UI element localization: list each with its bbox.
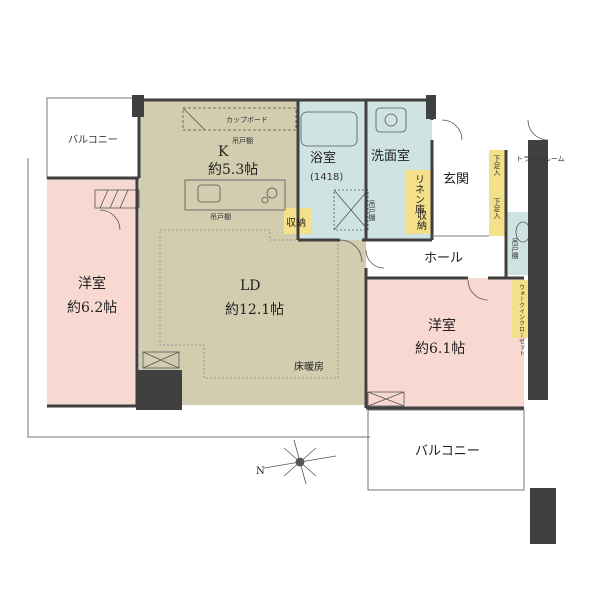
western-left-name: 洋室: [78, 275, 106, 292]
kitchen-name: K: [218, 144, 229, 160]
trunk-room-label: トランクルーム: [516, 155, 565, 163]
balcony-top-left-label: バルコニー: [68, 134, 118, 146]
floor-heating-label: 床暖房: [294, 360, 324, 373]
shoe-rack-label-2: 下足入: [493, 198, 501, 219]
entrance-label: 玄関: [443, 172, 469, 187]
linen-closet-label: リネン庫: [413, 174, 425, 215]
interior-fixtures: [94, 107, 549, 407]
hanging-shelf-label-island: 吊戸棚: [210, 212, 231, 221]
hanging-shelf-label-kitchen: 吊戸棚: [232, 136, 253, 145]
western-left-size: 約6.2帖: [67, 300, 117, 316]
western-room-left: [47, 178, 137, 406]
western-room-right: [368, 278, 524, 408]
walk-in-closet-label: ウォークインクローゼット: [518, 284, 525, 356]
linen-closet-area: [406, 170, 434, 234]
ld-name: LD: [240, 278, 261, 294]
washroom-label: 洗面室: [371, 148, 410, 164]
bath-name: 浴室: [310, 150, 336, 166]
compass-star-icon: [263, 439, 337, 485]
cupboard-label: カップボード: [226, 116, 268, 124]
bath-size: (1418): [310, 172, 343, 183]
hall-label: ホール: [424, 251, 463, 266]
storage-label-kitchen: 収納: [286, 216, 306, 229]
hanging-shelf-label-wash: 吊戸棚: [368, 200, 376, 222]
structural-columns: [132, 95, 556, 544]
balcony-bottom-label: バルコニー: [415, 444, 480, 459]
compass: N: [256, 439, 337, 485]
ld-size: 約12.1帖: [225, 302, 284, 318]
shoe-rack-label-1: 下足入: [493, 155, 501, 176]
toilet-area: [506, 212, 529, 275]
ld-kitchen-area: [139, 100, 366, 405]
western-right-name: 洋室: [428, 317, 456, 334]
hanging-shelf-label-toilet: 吊戸棚: [511, 238, 519, 260]
labels: バルコニー 洋室 約6.2帖 カップボード 吊戸棚 K 約5.3帖 吊戸棚 収納…: [67, 116, 565, 459]
kitchen-size: 約5.3帖: [208, 162, 258, 178]
storage-label-wash: 収納: [415, 210, 427, 231]
walk-in-closet-area: [512, 280, 532, 338]
shoe-rack-area: [489, 150, 505, 236]
western-right-size: 約6.1帖: [415, 341, 465, 357]
north-mark: N: [256, 466, 265, 477]
